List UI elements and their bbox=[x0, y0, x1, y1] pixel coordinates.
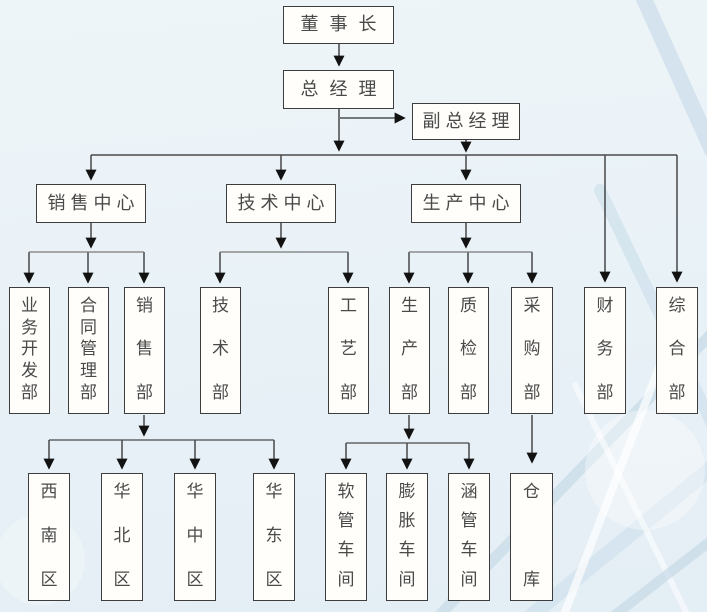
node-tech-center-label: 技术中心 bbox=[237, 192, 330, 214]
node-general-manager: 总经理 bbox=[283, 70, 394, 109]
node-deputy-general-manager: 副总经理 bbox=[412, 103, 520, 140]
node-region-central: 华中区 bbox=[174, 473, 216, 601]
node-warehouse: 仓库 bbox=[510, 473, 553, 601]
node-region-southwest: 西南区 bbox=[28, 473, 70, 601]
node-general-affairs-dept: 综合部 bbox=[656, 287, 698, 414]
node-production-dept: 生产部 bbox=[389, 287, 430, 414]
node-chairman-label: 董事长 bbox=[300, 14, 388, 35]
node-tech-center: 技术中心 bbox=[226, 184, 336, 223]
node-production-center: 生产中心 bbox=[411, 184, 521, 223]
node-tech-dept: 技术部 bbox=[200, 287, 241, 414]
node-deputy-general-manager-label: 副总经理 bbox=[422, 110, 515, 132]
node-region-east: 华东区 bbox=[253, 473, 295, 601]
node-general-manager-label: 总经理 bbox=[300, 78, 388, 100]
node-region-north: 华北区 bbox=[101, 473, 143, 601]
node-sales-dept: 销售部 bbox=[124, 287, 165, 414]
node-process-dept: 工艺部 bbox=[328, 287, 369, 414]
node-expansion-workshop: 膨胀车间 bbox=[386, 473, 428, 601]
node-production-center-label: 生产中心 bbox=[422, 192, 515, 214]
rail-lines bbox=[29, 154, 677, 444]
arrow-stems bbox=[23, 44, 683, 470]
node-quality-dept: 质检部 bbox=[448, 287, 489, 414]
node-purchasing-dept: 采购部 bbox=[511, 287, 553, 414]
node-hose-workshop: 软管车间 bbox=[325, 473, 367, 601]
node-finance-dept: 财务部 bbox=[584, 287, 626, 414]
node-sales-center: 销售中心 bbox=[36, 184, 146, 223]
node-culvert-workshop: 涵管车间 bbox=[448, 473, 490, 601]
node-business-dev-dept: 业务开发部 bbox=[9, 287, 50, 414]
node-sales-center-label: 销售中心 bbox=[47, 192, 140, 214]
node-chairman: 董事长 bbox=[283, 6, 394, 44]
node-contract-mgmt-dept: 合同管理部 bbox=[68, 287, 109, 414]
